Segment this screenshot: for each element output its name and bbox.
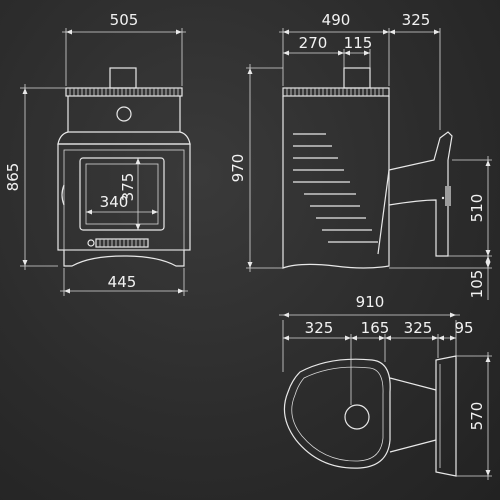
side-body	[282, 96, 390, 269]
dim-510-line	[448, 156, 492, 260]
front-ash-slots	[99, 239, 145, 247]
dim-115-arrows	[344, 50, 370, 56]
front-ash-grill	[95, 238, 149, 248]
side-chimney	[343, 67, 371, 89]
dim-270-label: 270	[299, 34, 328, 52]
dim-115-label: 115	[344, 34, 373, 52]
dim-970-line	[246, 64, 283, 272]
dim-325-side-line	[389, 28, 441, 130]
top-stove-inner	[291, 366, 384, 462]
front-body-inner	[63, 149, 185, 251]
front-shoulder	[57, 131, 191, 145]
dim-95-label: 95	[454, 319, 473, 337]
top-view: 910 325 165 325 95 570	[279, 293, 492, 480]
dim-910-label: 910	[356, 293, 385, 311]
dim-865-label: 865	[4, 163, 22, 192]
dim-505-label: 505	[110, 11, 139, 29]
front-top-band	[65, 87, 183, 97]
dim-105-arrows	[485, 256, 491, 268]
dim-segments-line	[283, 334, 456, 405]
front-glass	[85, 163, 159, 225]
dim-970-label: 970	[229, 154, 247, 183]
dim-325-side-label: 325	[402, 11, 431, 29]
dim-165-label: 165	[361, 319, 390, 337]
dim-505-line	[62, 28, 186, 86]
side-tank-valve	[445, 186, 451, 206]
dim-375-label: 375	[119, 173, 137, 202]
dim-570-label: 570	[468, 402, 486, 431]
dim-490-line	[279, 28, 393, 86]
front-door-window	[79, 157, 165, 231]
front-hinge	[61, 184, 65, 206]
side-top-band	[282, 87, 390, 97]
dim-445-line	[60, 268, 188, 296]
side-diagonal	[377, 169, 390, 255]
front-ash-knob	[87, 239, 95, 247]
dim-445-label: 445	[108, 273, 137, 291]
side-grille-ticks	[286, 88, 384, 96]
front-tank-valve	[116, 106, 132, 122]
side-view: 490 325 270 115 970 510 105	[229, 11, 492, 300]
dim-105-label: 105	[468, 270, 486, 299]
top-tank	[435, 355, 457, 477]
dim-325b-label: 325	[404, 319, 433, 337]
dim-325-side-arrows	[389, 29, 440, 35]
dim-570-line	[456, 352, 492, 480]
front-chimney	[109, 67, 137, 89]
front-grille-ticks	[69, 88, 179, 96]
front-base	[63, 250, 185, 267]
dim-490-label: 490	[322, 11, 351, 29]
top-chimney-hole	[344, 404, 370, 430]
dim-340-label: 340	[100, 193, 129, 211]
front-view: 505 865 375 340 445	[4, 11, 191, 296]
dim-510-label: 510	[468, 194, 486, 223]
dim-865-line	[20, 84, 66, 270]
top-stove-outline	[283, 358, 391, 469]
side-vents	[293, 133, 378, 243]
side-tank	[388, 131, 453, 257]
top-connection	[389, 377, 437, 453]
dim-325a-label: 325	[305, 319, 334, 337]
front-tank	[67, 96, 181, 133]
side-tank-dot	[441, 196, 445, 200]
dim-270-line	[283, 49, 345, 68]
